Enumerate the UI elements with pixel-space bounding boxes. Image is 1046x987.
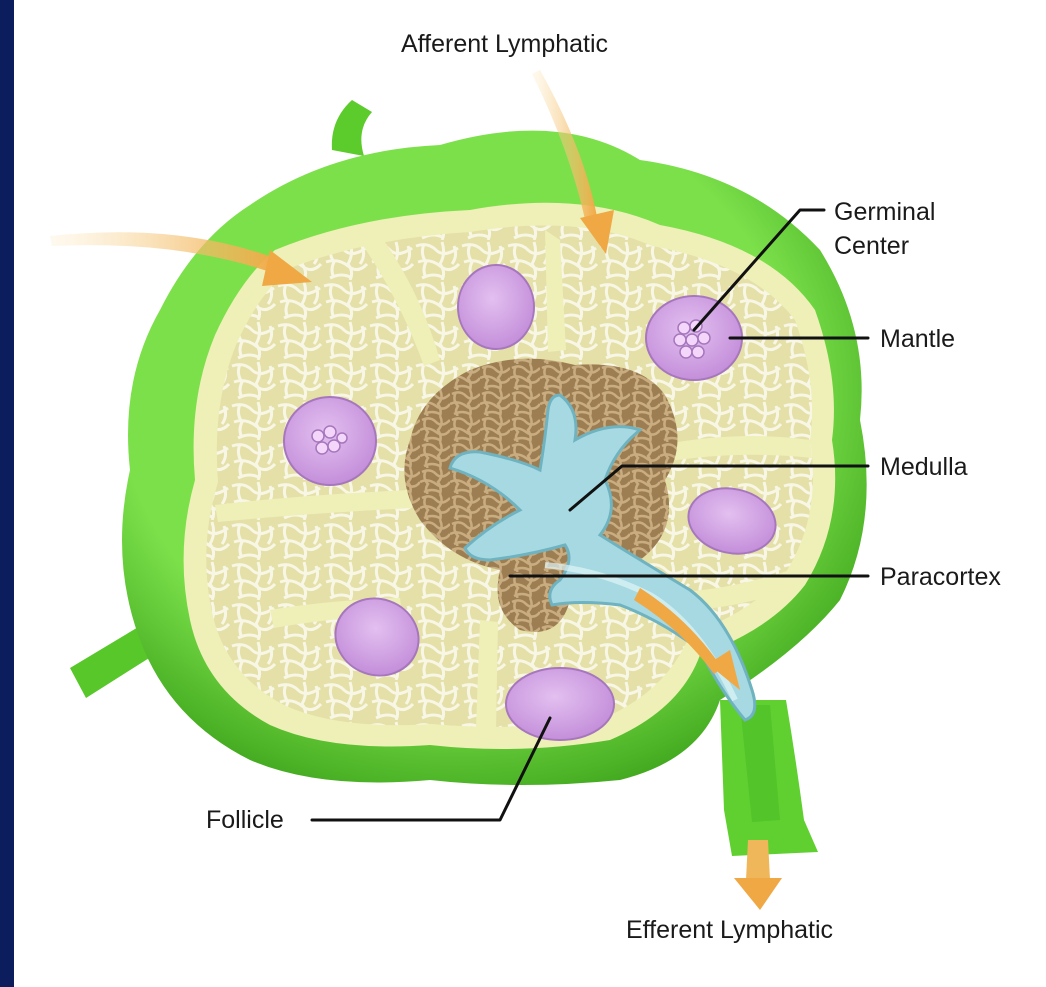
label-efferent-lymphatic: Efferent Lymphatic <box>626 916 833 944</box>
label-mantle: Mantle <box>880 325 955 353</box>
label-afferent-lymphatic: Afferent Lymphatic <box>401 30 608 58</box>
label-paracortex: Paracortex <box>880 563 1001 591</box>
label-germinal: Germinal <box>834 198 935 226</box>
label-follicle: Follicle <box>206 806 284 834</box>
label-center: Center <box>834 232 909 260</box>
label-medulla: Medulla <box>880 453 968 481</box>
follicle-bottom <box>506 668 614 740</box>
follicle-top <box>458 265 534 349</box>
efferent-vessel <box>720 700 818 856</box>
vessel-top <box>332 100 372 156</box>
